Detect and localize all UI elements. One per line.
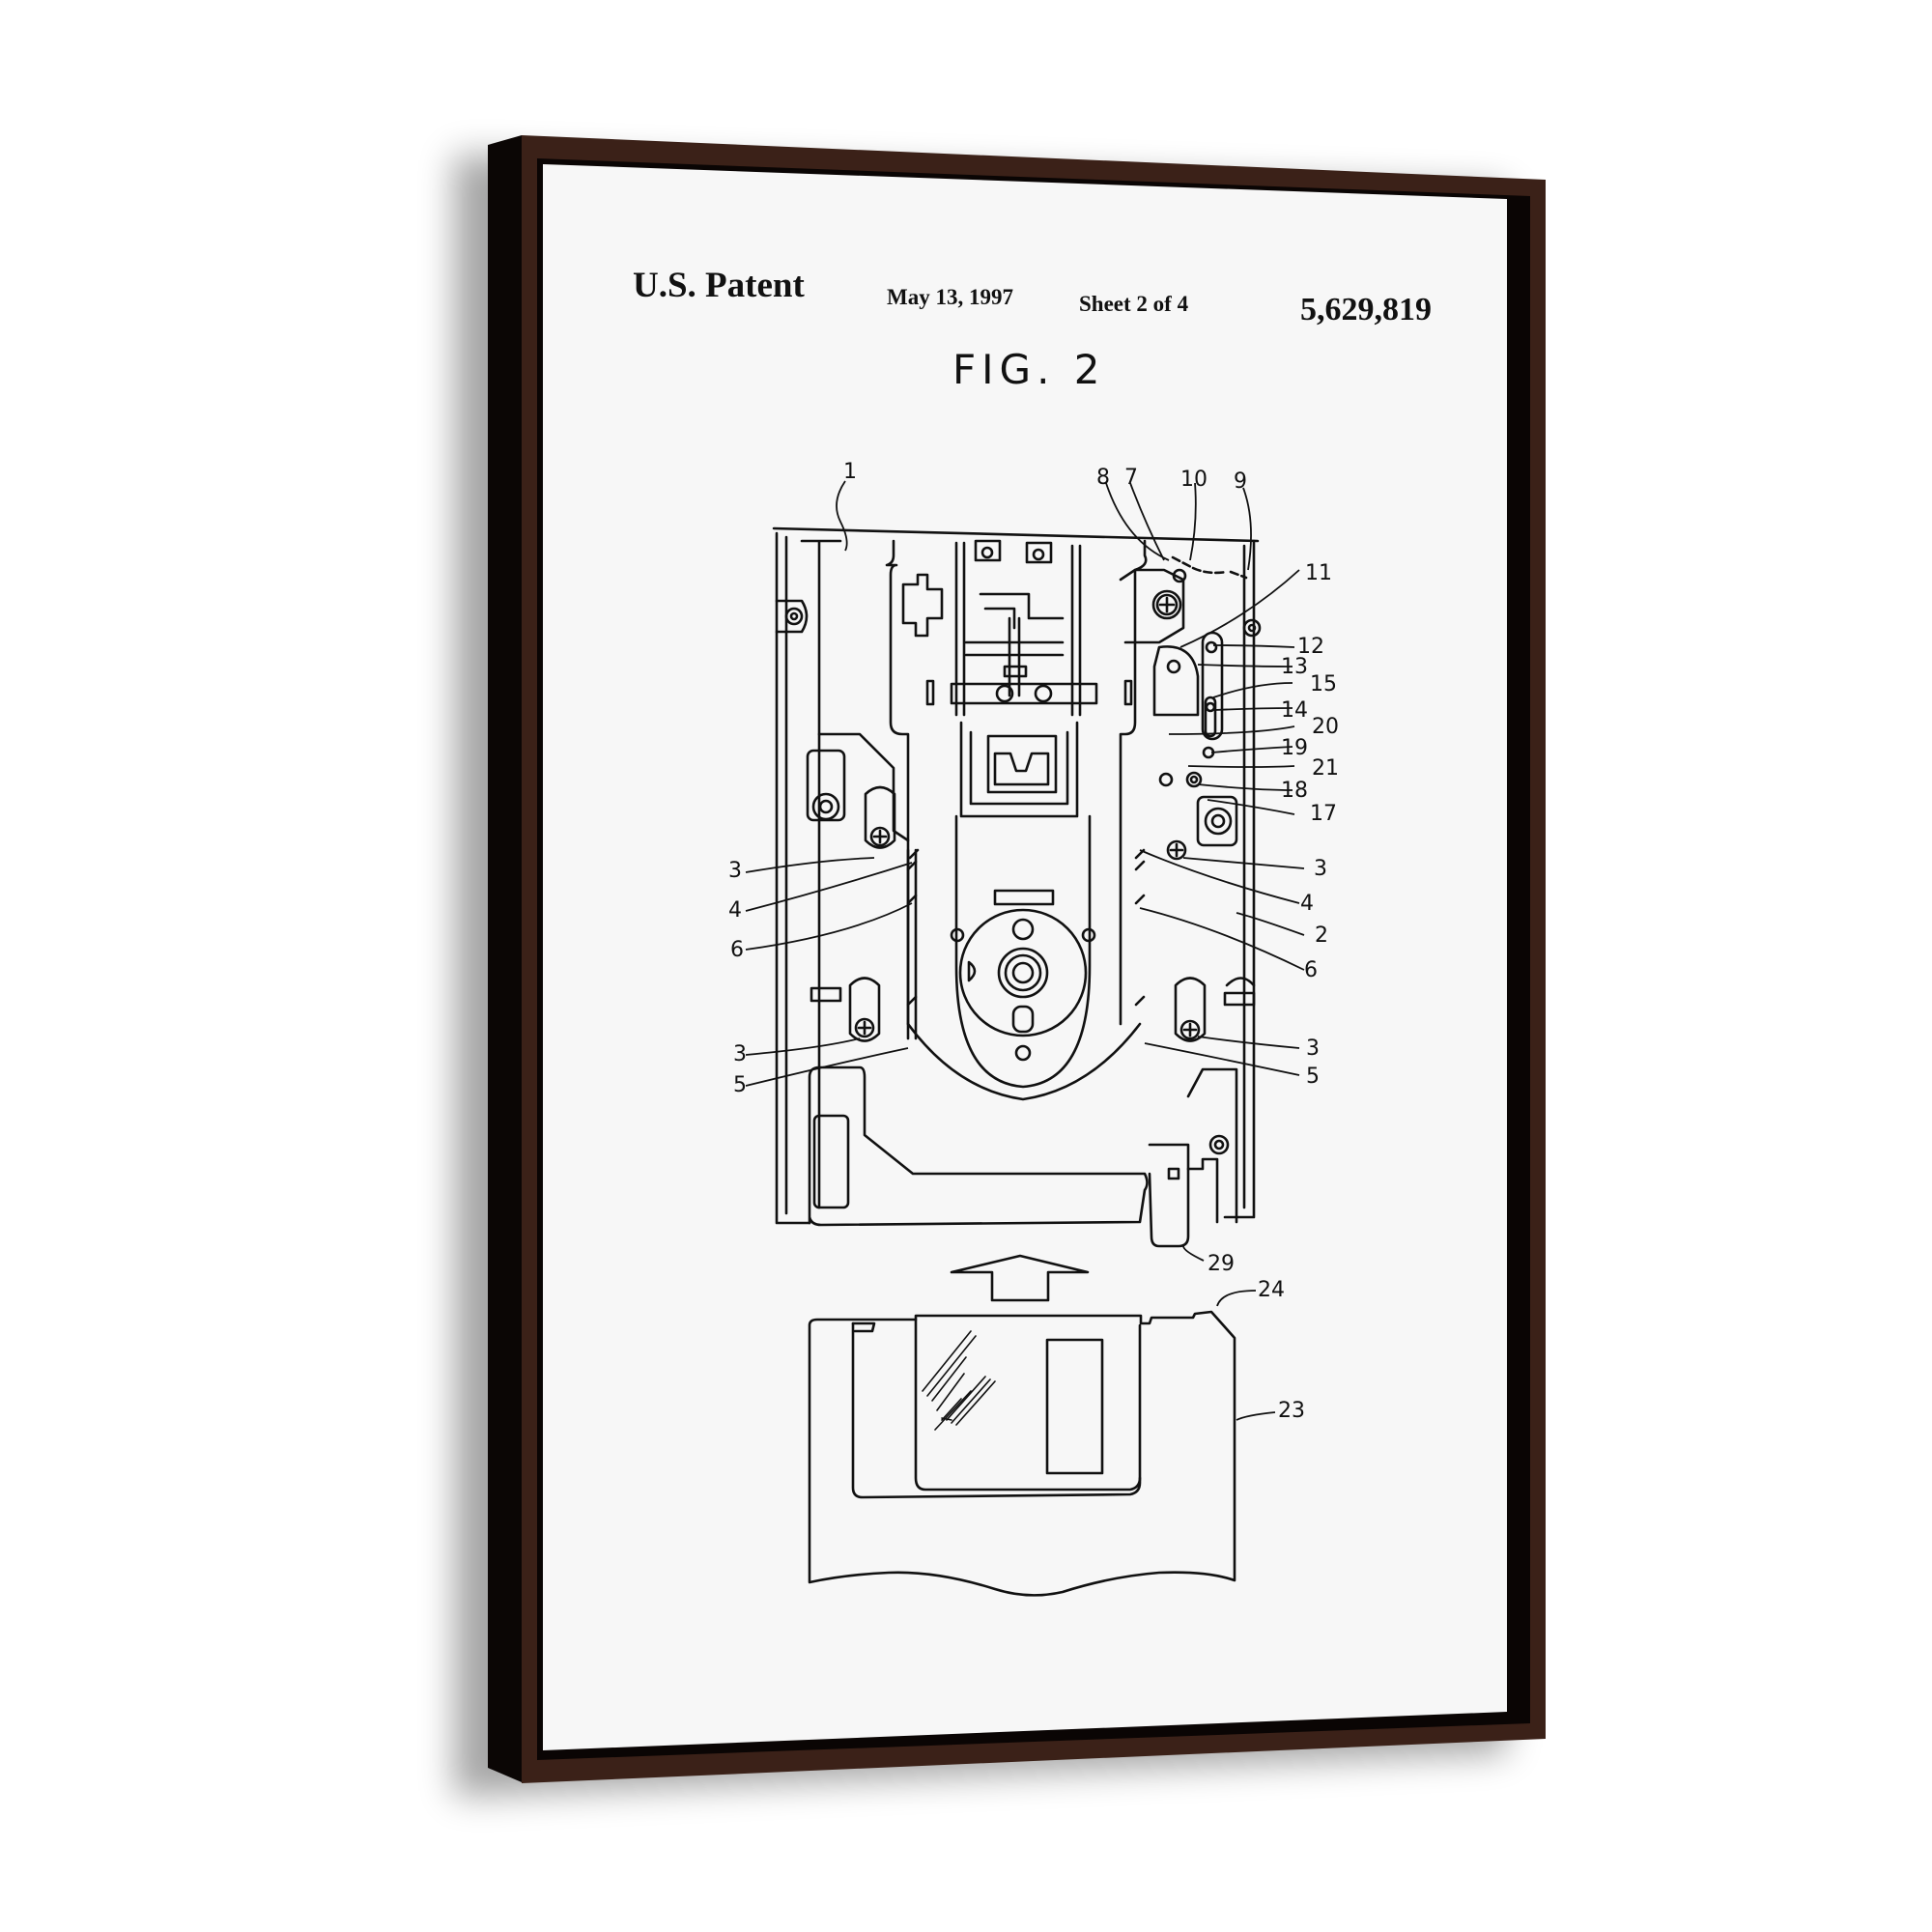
insert-arrow — [950, 1254, 1090, 1302]
ref-label-11: 11 — [1305, 561, 1332, 585]
ref-label-12: 12 — [1297, 635, 1324, 659]
patent-number: 5,629,819 — [1300, 292, 1432, 327]
ref-label-29: 29 — [1208, 1252, 1235, 1276]
ref-label-2: 2 — [1315, 923, 1328, 948]
canvas — [543, 164, 1507, 1750]
ref-label-3-right-top: 3 — [1314, 857, 1327, 881]
ref-label-19: 19 — [1281, 736, 1308, 760]
figure-title: FIG. 2 — [952, 346, 1106, 393]
ref-label-4-right: 4 — [1300, 892, 1314, 916]
ref-label-17: 17 — [1310, 802, 1337, 826]
ref-label-14: 14 — [1281, 698, 1308, 723]
ref-label-21: 21 — [1312, 756, 1339, 781]
ref-label-4-left: 4 — [728, 898, 742, 923]
ref-label-18: 18 — [1281, 779, 1308, 803]
ref-label-3-left-bottom: 3 — [733, 1042, 747, 1066]
ref-label-3-left-top: 3 — [728, 859, 742, 883]
chassis-top-edge — [772, 526, 1260, 543]
disk-shutter — [914, 1318, 1142, 1492]
ref-label-5-right: 5 — [1306, 1065, 1320, 1089]
disk-label-window — [1045, 1338, 1104, 1475]
ref-label-24: 24 — [1258, 1278, 1285, 1302]
ref-label-23: 23 — [1278, 1399, 1305, 1423]
ref-label-3-right-bottom: 3 — [1306, 1037, 1320, 1061]
ref-label-13: 13 — [1281, 655, 1308, 679]
ref-label-8: 8 — [1096, 466, 1110, 490]
patent-date: May 13, 1997 — [887, 285, 1013, 309]
patent-header-title: U.S. Patent — [633, 266, 805, 305]
ref-label-6-left: 6 — [730, 938, 744, 962]
ref-label-1: 1 — [843, 460, 857, 484]
ref-label-15: 15 — [1310, 672, 1337, 696]
patent-drawing — [772, 526, 1262, 1597]
ref-label-10: 10 — [1180, 468, 1208, 492]
patent-sheet: Sheet 2 of 4 — [1079, 292, 1189, 316]
leader-lines — [745, 480, 1305, 1421]
ref-label-5-left: 5 — [733, 1073, 747, 1097]
ref-label-6-right: 6 — [1304, 958, 1318, 982]
floppy-disk-outline — [808, 1310, 1236, 1597]
ref-label-7: 7 — [1124, 466, 1138, 490]
frame-side — [488, 135, 522, 1782]
ref-label-20: 20 — [1312, 715, 1339, 739]
ref-label-9: 9 — [1234, 469, 1247, 494]
